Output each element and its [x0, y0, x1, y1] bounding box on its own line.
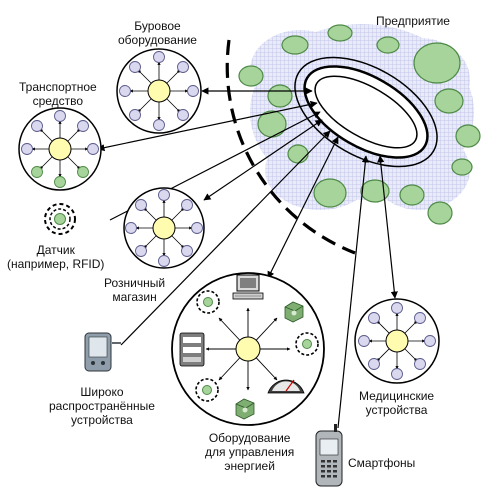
sensor-label-line: (например, RFID) [7, 257, 105, 271]
smartphones-label: Смартфоны [348, 456, 415, 470]
meter-panel-icon [179, 332, 205, 367]
transport-cluster [18, 107, 102, 191]
medical-cluster [354, 298, 440, 384]
pda-icon [84, 332, 121, 372]
enterprise-label: Предприятие [376, 14, 450, 28]
rfid-sensor-icon [295, 332, 319, 356]
sensor-label-line: Датчик [36, 243, 75, 257]
rfid-sensor-icon [195, 378, 219, 402]
computer-icon [232, 274, 264, 300]
transport-label-line: средство [32, 94, 84, 108]
sensor-label: Датчик (например, RFID) [7, 243, 104, 271]
medical-label: Медицинские устройства [359, 389, 434, 417]
smartphone-icon [315, 424, 343, 487]
drilling-cluster [116, 48, 202, 134]
gauge-icon [267, 379, 305, 394]
rfid-sensor-icon [196, 290, 220, 314]
retail-label-line: Розничный [104, 276, 166, 290]
transport-label: Транспортное средство [19, 80, 97, 108]
energy-cluster [171, 272, 325, 426]
cube-device-icon [235, 398, 255, 420]
widespread-label-line: устройства [71, 413, 133, 427]
energy-label-line: для управления [205, 445, 295, 459]
enterprise-core-rings [294, 56, 438, 168]
widespread-label-line: распространённые [49, 399, 155, 413]
retail-cluster [123, 187, 205, 269]
drilling-label-line: Буровое [134, 19, 181, 33]
rfid-sensor-icon [44, 203, 76, 235]
energy-label-line: энергией [224, 459, 275, 473]
enterprise-boundary-dashed [225, 39, 356, 255]
retail-label-line: магазин [112, 290, 157, 304]
drilling-label: Буровое оборудование [118, 19, 197, 47]
drilling-label-line: оборудование [118, 33, 197, 47]
smartphones-label-text: Смартфоны [348, 456, 416, 470]
widespread-label: Широко распространённые устройства [49, 385, 155, 427]
cube-device-icon [284, 301, 304, 323]
medical-label-line: устройства [365, 403, 428, 417]
enterprise-label-text: Предприятие [376, 14, 450, 28]
transport-label-line: Транспортное [19, 80, 97, 94]
medical-label-line: Медицинские [359, 389, 435, 403]
retail-label: Розничный магазин [104, 276, 165, 304]
energy-label-line: Оборудование [208, 431, 291, 445]
energy-label: Оборудование для управления энергией [205, 431, 294, 473]
widespread-label-line: Широко [80, 385, 124, 399]
